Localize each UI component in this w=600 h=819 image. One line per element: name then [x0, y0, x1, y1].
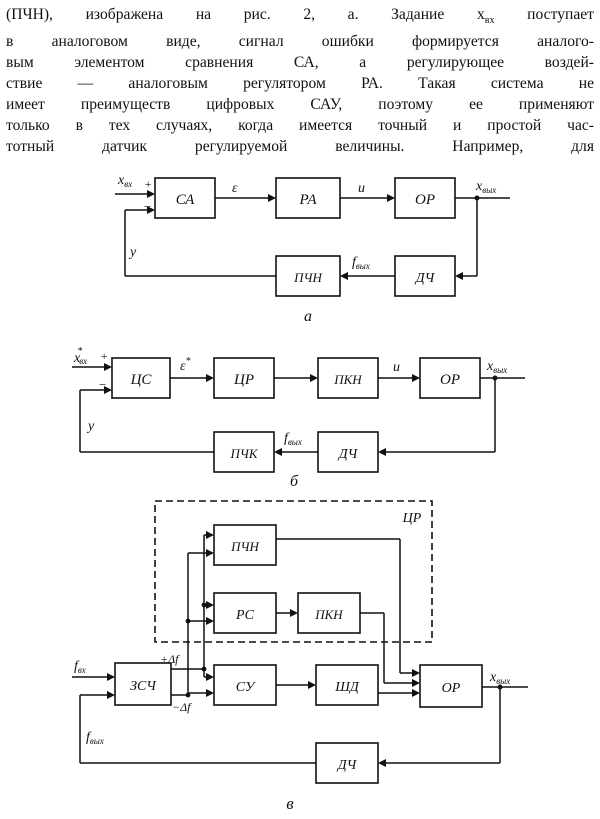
control-label: u — [393, 360, 400, 375]
text-line-4: ствие — аналоговым регулятором РА. Такая… — [6, 75, 594, 93]
label-dch: ДЧ — [336, 758, 358, 773]
block-zsch — [114, 662, 172, 706]
error-label: ε — [232, 181, 238, 196]
input-label: xвх — [117, 173, 132, 189]
block-op — [394, 177, 456, 219]
block-op — [419, 664, 483, 708]
feedback-label: y — [86, 419, 95, 434]
block-cs — [111, 357, 171, 399]
block-pkn — [297, 592, 361, 634]
caption-a: а — [304, 308, 312, 325]
block-dch — [394, 255, 456, 297]
text-line-2: в аналоговом виде, сигнал ошибки формиру… — [6, 33, 594, 51]
label-pchk: ПЧК — [230, 446, 259, 461]
label-op: ОР — [440, 372, 460, 388]
label-rs: РС — [235, 608, 255, 623]
label-pchn: ПЧН — [293, 270, 322, 285]
label-op: ОР — [442, 681, 461, 696]
block-dch — [317, 431, 379, 473]
label-dch: ДЧ — [414, 271, 436, 286]
block-pchn — [213, 524, 277, 566]
block-dch — [315, 742, 379, 784]
diagram-c: ЦР ПЧН РС ПКН ЗСЧ СУ ШД ОР ДЧ fвх +Δf −Δ… — [72, 500, 528, 813]
freq-label: fвых — [86, 730, 104, 746]
plus-sign: + — [144, 177, 152, 191]
output-label: xвых — [475, 179, 496, 195]
group-cr-label: ЦР — [402, 511, 422, 526]
label-shd: ШД — [334, 680, 360, 695]
block-pa — [275, 177, 341, 219]
plus-sign: + — [100, 349, 108, 363]
block-pchk — [213, 431, 275, 473]
error-label: ε* — [180, 356, 191, 374]
feedback-label: y — [128, 245, 137, 260]
label-zsch: ЗСЧ — [130, 679, 157, 694]
label-ca: СА — [176, 192, 195, 208]
group-cr-boundary — [154, 500, 433, 643]
label-cr: ЦР — [233, 372, 254, 388]
caption-b: б — [290, 473, 299, 490]
block-shd — [315, 664, 379, 706]
freq-label: fвых — [352, 255, 370, 271]
text-line-3: вым элементом сравнения СА, а регулирующ… — [6, 54, 594, 72]
caption-c: в — [286, 794, 294, 813]
label-pa: РА — [298, 192, 317, 208]
freq-label: fвых — [284, 431, 302, 447]
control-label: u — [358, 181, 365, 196]
block-rs — [213, 592, 277, 634]
label-op: ОР — [415, 192, 435, 208]
label-su: СУ — [236, 680, 256, 695]
label-pkn: ПКН — [333, 372, 362, 387]
text-line-5: имеет преимуществ цифровых САУ, поэтому … — [6, 96, 594, 114]
paragraph: (ПЧН), изображена на рис. 2, а. Задание … — [6, 4, 594, 157]
label-cs: ЦС — [130, 372, 153, 388]
block-ca — [154, 177, 216, 219]
minus-df-label: −Δf — [172, 700, 192, 714]
input-label: x*вх — [73, 346, 87, 366]
text-line-6: только в тех случаях, когда имеется точн… — [6, 117, 594, 135]
minus-sign: − — [98, 377, 107, 392]
text-line-1: (ПЧН), изображена на рис. 2, а. Задание … — [6, 6, 594, 27]
diagram-a: СА РА ОР ПЧН ДЧ xвх + − ε u xвых fвых y … — [115, 173, 510, 325]
block-op — [419, 357, 481, 399]
label-pkn: ПКН — [314, 607, 343, 622]
input-label: fвх — [74, 659, 86, 675]
label-dch: ДЧ — [337, 447, 359, 462]
output-label: xвых — [486, 359, 507, 375]
diagram-b: ЦС ЦР ПКН ОР ПЧК ДЧ x*вх + − ε* u xвых f… — [72, 346, 525, 490]
plus-df-label: +Δf — [160, 652, 180, 666]
label-pchn: ПЧН — [230, 539, 259, 554]
text-line-7: тотный датчик регулируемой величины. Нап… — [6, 138, 594, 156]
output-label: xвых — [489, 670, 510, 686]
